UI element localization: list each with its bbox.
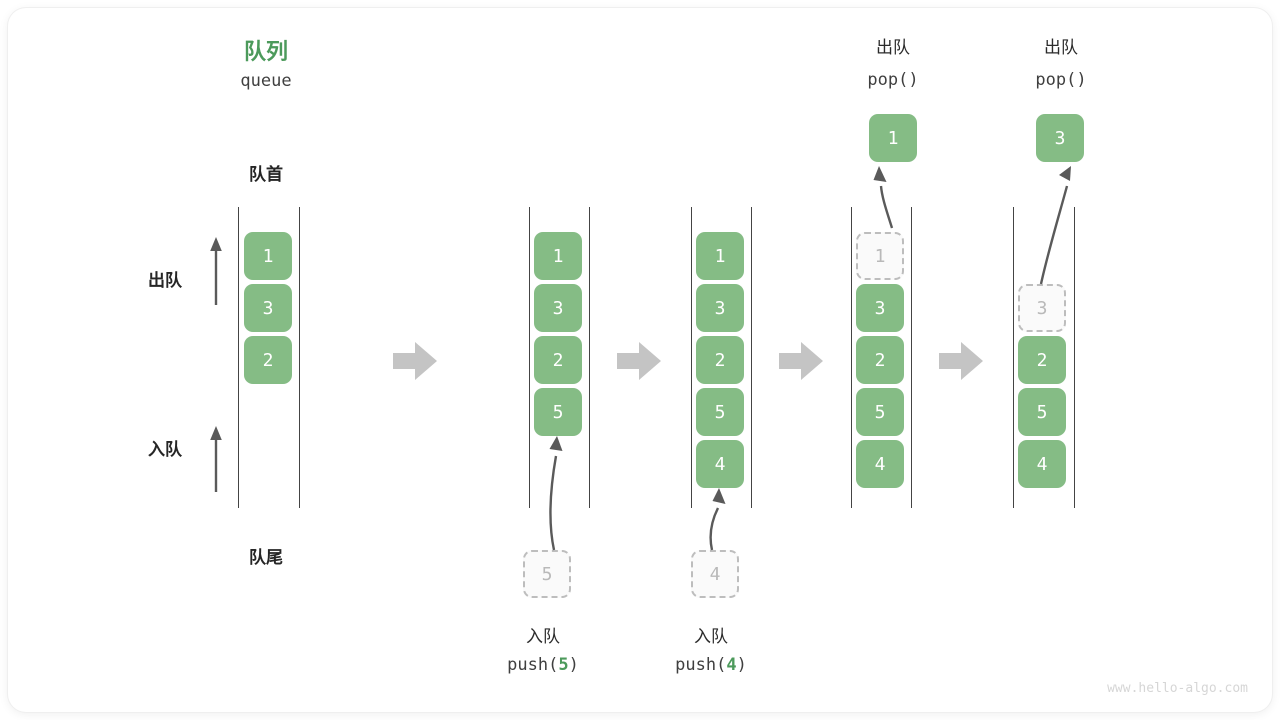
queue-rail-left-2	[529, 207, 530, 508]
step-arrow-icon-2	[617, 342, 661, 380]
queue-node-new: 5	[534, 388, 582, 436]
queue-rail-left-5	[1013, 207, 1014, 508]
queue-node: 2	[1018, 336, 1066, 384]
step-arrow-icon-3	[779, 342, 823, 380]
queue-node: 1	[244, 232, 292, 280]
enqueue-curve-arrow-icon	[709, 488, 726, 551]
queue-front-label: 队首	[249, 165, 283, 185]
queue-node: 1	[534, 232, 582, 280]
dequeue-side-label: 出队	[148, 271, 182, 291]
queue-node: 5	[696, 388, 744, 436]
queue-node: 2	[244, 336, 292, 384]
queue-rail-right-2	[589, 207, 590, 508]
push4-suffix: )	[736, 655, 747, 675]
pop-curve-arrow-icon	[1039, 166, 1071, 285]
push4-caption-code: push(4)	[651, 655, 771, 675]
queue-rail-left-3	[691, 207, 692, 508]
queue-node-new: 4	[696, 440, 744, 488]
pop1-caption-code: pop()	[867, 70, 919, 90]
queue-node: 4	[856, 440, 904, 488]
outgoing-ghost-node: 1	[856, 232, 904, 280]
queue-node: 3	[696, 284, 744, 332]
queue-rail-right-1	[299, 207, 300, 508]
queue-node: 3	[534, 284, 582, 332]
pop3-caption-code: pop()	[1035, 70, 1087, 90]
queue-node: 3	[856, 284, 904, 332]
watermark: www.hello-algo.com	[1107, 681, 1248, 696]
push4-value: 4	[726, 655, 737, 675]
queue-node: 4	[1018, 440, 1066, 488]
push5-caption-code: push(5)	[483, 655, 603, 675]
push5-value: 5	[558, 655, 569, 675]
outgoing-ghost-node: 3	[1018, 284, 1066, 332]
queue-rail-right-4	[911, 207, 912, 508]
queue-node: 5	[1018, 388, 1066, 436]
popped-node: 3	[1036, 114, 1084, 162]
queue-rail-right-3	[751, 207, 752, 508]
step-arrow-icon-1	[393, 342, 437, 380]
push4-caption-cn: 入队	[694, 627, 728, 647]
incoming-ghost-node: 5	[523, 550, 571, 598]
queue-rear-label: 队尾	[249, 548, 283, 568]
queue-node: 3	[244, 284, 292, 332]
pop-curve-arrow-icon	[873, 166, 894, 229]
push5-prefix: push(	[507, 655, 559, 675]
pop3-caption-cn: 出队	[1044, 38, 1078, 58]
queue-node: 2	[534, 336, 582, 384]
diagram-title-en: queue	[240, 71, 292, 91]
push4-prefix: push(	[675, 655, 727, 675]
pop1-caption-cn: 出队	[876, 38, 910, 58]
incoming-ghost-node: 4	[691, 550, 739, 598]
queue-rail-left-1	[238, 207, 239, 508]
queue-node: 1	[696, 232, 744, 280]
queue-rail-left-4	[851, 207, 852, 508]
queue-node: 2	[856, 336, 904, 384]
diagram-title-cn: 队列	[243, 40, 288, 65]
popped-node: 1	[869, 114, 917, 162]
push5-suffix: )	[568, 655, 579, 675]
dequeue-up-arrow-icon	[210, 237, 222, 305]
queue-node: 5	[856, 388, 904, 436]
enqueue-curve-arrow-icon	[549, 436, 563, 551]
enqueue-side-label: 入队	[148, 440, 182, 460]
enqueue-up-arrow-icon	[210, 426, 222, 492]
queue-node: 2	[696, 336, 744, 384]
queue-rail-right-5	[1074, 207, 1075, 508]
step-arrow-icon-4	[939, 342, 983, 380]
push5-caption-cn: 入队	[526, 627, 560, 647]
